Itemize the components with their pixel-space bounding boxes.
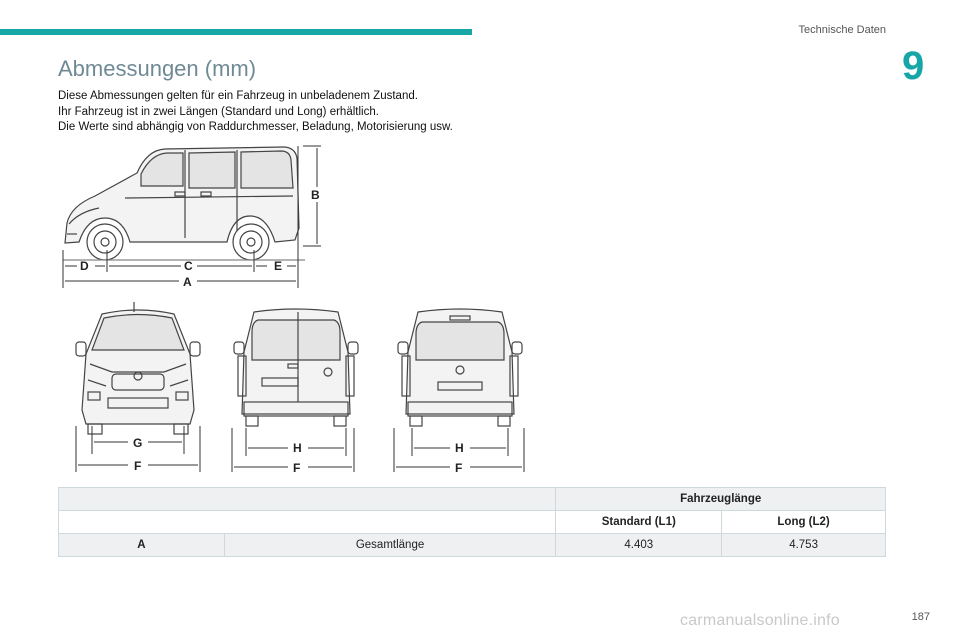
table-cell <box>57 487 557 511</box>
dim-label-c: C <box>184 259 193 273</box>
side-view-diagram: B D C E A <box>62 145 321 289</box>
dim-label-f: F <box>293 461 300 475</box>
dim-label-d: D <box>80 259 89 273</box>
header-accent-bar <box>0 29 472 35</box>
table-subheader-row: Standard (L1) Long (L2) <box>57 510 886 534</box>
col-standard-header: Standard (L1) <box>555 510 723 534</box>
rear-view-doors-diagram: H F <box>231 308 359 475</box>
section-label: Technische Daten <box>798 24 886 36</box>
dim-label-h: H <box>293 441 302 455</box>
table-row: A Gesamtlänge 4.403 4.753 <box>58 533 886 557</box>
intro-line: Die Werte sind abhängig von Raddurchmess… <box>58 121 453 133</box>
rear-view-tailgate-diagram: H F <box>393 308 525 475</box>
intro-text: Diese Abmessungen gelten für ein Fahrzeu… <box>58 89 453 136</box>
page-title: Abmessungen (mm) <box>58 56 257 81</box>
front-view-diagram: G F <box>75 302 201 473</box>
watermark: carmanualsonline.info <box>680 612 840 629</box>
row-label: Gesamtlänge <box>223 533 557 557</box>
dim-label-h: H <box>455 441 464 455</box>
dim-label-e: E <box>274 259 282 273</box>
row-value-l1: 4.403 <box>555 533 723 557</box>
table-cell <box>57 510 557 534</box>
dim-label-g: G <box>133 436 142 450</box>
dim-label-f: F <box>455 461 462 475</box>
row-code: A <box>58 533 225 557</box>
dimensions-table: Fahrzeuglänge Standard (L1) Long (L2) A … <box>57 487 886 557</box>
table-header-row: Fahrzeuglänge <box>57 487 886 511</box>
vehicle-length-header: Fahrzeuglänge <box>555 487 886 511</box>
row-value-l2: 4.753 <box>721 533 886 557</box>
page-number: 187 <box>911 611 930 623</box>
col-long-header: Long (L2) <box>721 510 886 534</box>
dim-label-b: B <box>311 188 320 202</box>
intro-line: Diese Abmessungen gelten für ein Fahrzeu… <box>58 90 418 102</box>
dim-label-a: A <box>183 275 192 289</box>
dim-label-f: F <box>134 459 141 473</box>
chapter-number: 9 <box>902 44 925 88</box>
intro-line: Ihr Fahrzeug ist in zwei Längen (Standar… <box>58 105 379 118</box>
